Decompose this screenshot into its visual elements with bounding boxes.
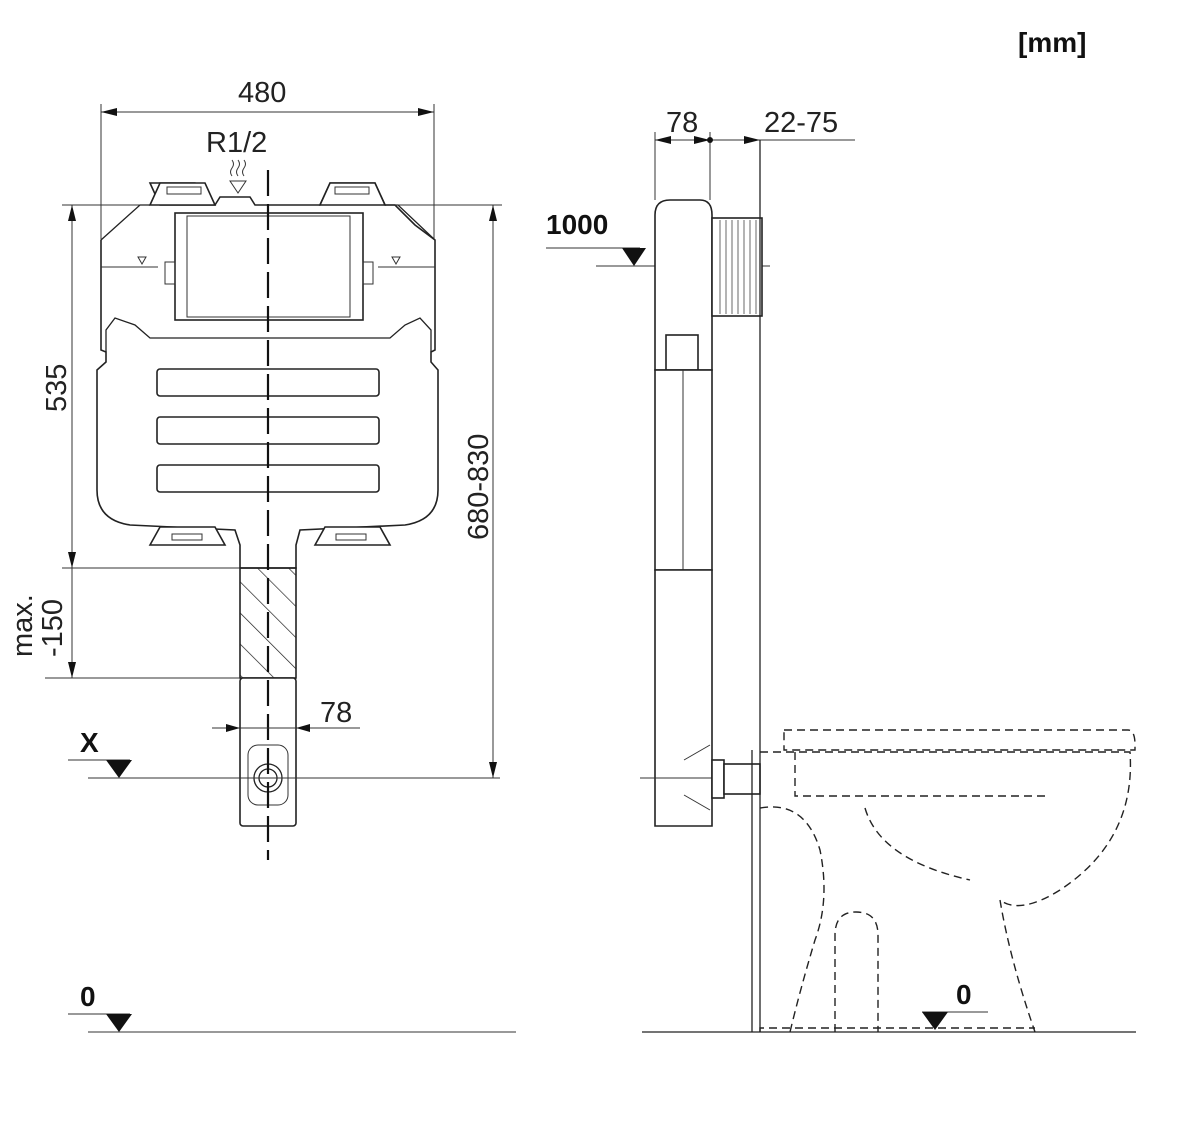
adjust-label-2: -150 — [37, 599, 69, 657]
height-level-label: 1000 — [546, 209, 608, 240]
width-dimension: 480 — [100, 77, 435, 240]
width-dim-label: 480 — [238, 77, 286, 109]
floor-level-label-front: 0 — [80, 981, 96, 1012]
connection-label: R1/2 — [206, 127, 267, 159]
floor-level-marker-front: 0 — [68, 981, 516, 1033]
side-view: 78 22-75 1000 — [546, 107, 1136, 1033]
pipe-dim-label: 78 — [320, 697, 352, 729]
adjust-label-1: max. — [7, 594, 39, 657]
x-level-label: X — [80, 727, 99, 758]
front-view: 480 R1/2 — [7, 77, 516, 1033]
height-dim-label: 535 — [41, 364, 73, 412]
unit-label: [mm] — [1018, 27, 1086, 58]
x-level-marker: X — [68, 727, 500, 779]
depth-dim-label: 78 — [666, 107, 698, 139]
floor-level-marker-side: 0 — [642, 979, 1136, 1033]
pipe-width-dimension: 78 — [212, 697, 360, 732]
floor-level-label-side: 0 — [956, 979, 972, 1010]
height-dimension: 535 — [41, 204, 240, 569]
wall-dim-label: 22-75 — [764, 107, 838, 139]
water-level-icon — [229, 159, 247, 194]
depth-dimension: 78 22-75 — [654, 107, 855, 200]
cistern-front — [96, 182, 439, 569]
cistern-side — [640, 199, 763, 827]
total-height-dimension: 680-830 — [395, 204, 502, 778]
adjust-dimension: max. -150 — [7, 568, 240, 679]
total-height-label: 680-830 — [463, 434, 495, 540]
toilet-bowl — [759, 729, 1136, 1033]
